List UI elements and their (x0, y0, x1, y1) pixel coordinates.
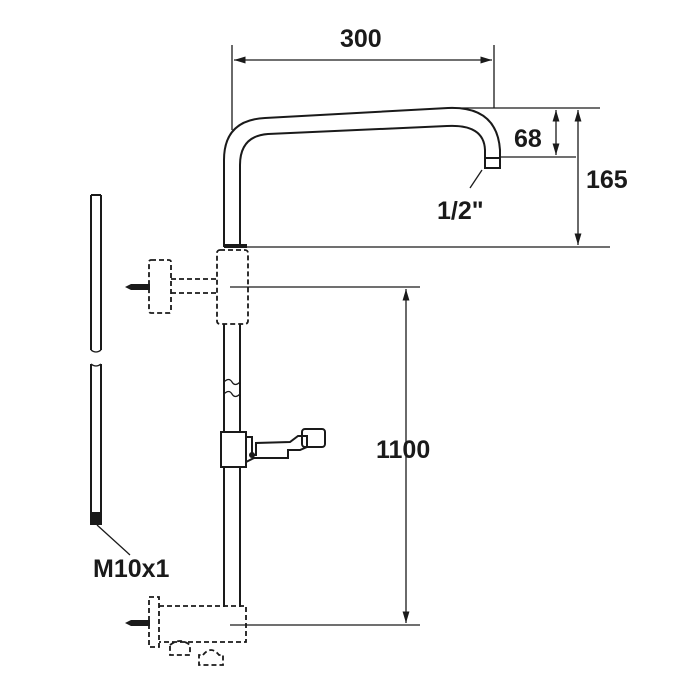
connecting-rod (90, 194, 131, 556)
lower-wall-bracket (125, 596, 247, 666)
arm-height-label: 165 (586, 166, 628, 194)
dimension-lines (230, 45, 610, 626)
rod-thread-label: M10x1 (93, 555, 170, 583)
thread-label: 1/2" (437, 197, 484, 225)
arm-length-label: 300 (340, 25, 382, 53)
screw-icon (125, 284, 150, 290)
spout-drop-label: 68 (514, 125, 542, 153)
shower-pipe (223, 106, 501, 247)
rail (223, 324, 241, 607)
rail-length-label: 1100 (376, 436, 431, 464)
upper-wall-bracket (125, 244, 249, 325)
hand-shower-slider (220, 428, 326, 468)
screw-icon (125, 620, 150, 626)
